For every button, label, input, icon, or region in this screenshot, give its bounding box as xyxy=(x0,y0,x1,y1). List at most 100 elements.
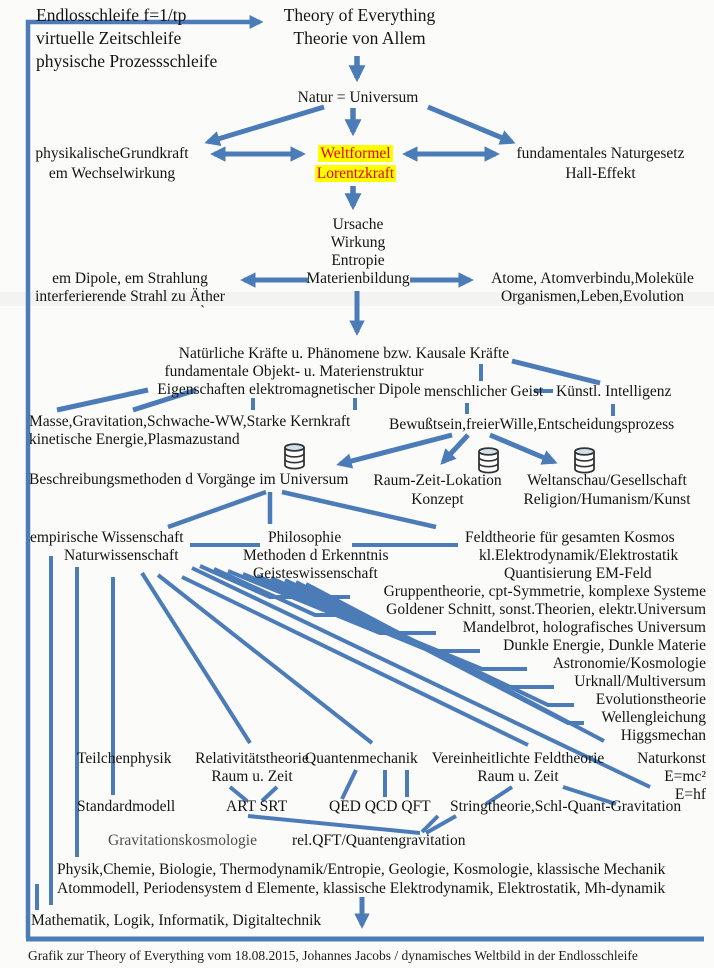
raumzeit-line2: Konzept xyxy=(411,491,464,508)
node-art-srt: ART SRT xyxy=(226,798,288,815)
atome-line2: Organismen,Leben,Evolution xyxy=(500,288,685,305)
list-item-urknall: Urknall/Multiversum xyxy=(574,673,706,690)
weltformel-line2: Lorentzkraft xyxy=(314,165,397,182)
weltformel-line1: Weltformel xyxy=(318,145,393,162)
grundkraft-line2: em Wechselwirkung xyxy=(48,165,176,182)
database-icon xyxy=(574,447,595,474)
grundkraft-line1: physikalischeGrundkraft xyxy=(35,145,189,162)
relativitaet-line2: Raum u. Zeit xyxy=(211,768,293,785)
loop-label-line3: physische Prozessschleife xyxy=(36,51,218,71)
weltanschau-line2: Religion/Humanism/Kunst xyxy=(523,491,691,508)
node-raum-zeit-lokation: Raum-Zeit-Lokation Konzept xyxy=(370,471,505,509)
masse-line2: kinetische Energie,Plasmazustand xyxy=(29,431,240,448)
list-item-astronomie: Astronomie/Kosmologie xyxy=(552,655,706,672)
node-naturgesetz: fundamentales Naturgesetz Hall-Effekt xyxy=(508,144,693,184)
naturkonst-line2: E=mc² xyxy=(664,768,706,785)
node-natur-universum: Natur = Universum xyxy=(297,89,419,106)
endless-loop-line xyxy=(25,15,264,938)
node-stringtheorie: Stringtheorie,Schl-Quant-Gravitation xyxy=(450,798,682,815)
list-item-higgsmechan: Higgsmechan xyxy=(620,727,706,744)
ursache-line4: Materienbildung xyxy=(306,270,410,287)
list-item-goldener-schnitt: Goldener Schnitt, sonst.Theorien, elektr… xyxy=(386,601,706,618)
fan-to-vereinheitlicht xyxy=(181,575,529,747)
node-dipole-strahlung: em Dipole, em Strahlung interferierende … xyxy=(25,270,235,306)
ursache-line3: Entropie xyxy=(331,252,385,269)
title-line1: Theory of Everything xyxy=(283,5,436,25)
node-relativitaetstheorie: Relativitätstheorie Raum u. Zeit xyxy=(177,750,327,786)
natur-to-naturgesetz-arrow xyxy=(427,104,516,145)
node-kl-elektrodynamik: kl.Elektrodynamik/Elektrostatik xyxy=(479,547,679,564)
vereinheitlicht-line2: Raum u. Zeit xyxy=(477,768,559,785)
list-item-wellengleichung: Wellengleichung xyxy=(601,709,706,726)
naturkonst-line3: E=hf xyxy=(674,786,706,803)
node-kuenstl-intelligenz: Künstl. Intelligenz xyxy=(556,383,672,400)
node-physik-chemie: Physik,Chemie, Biologie, Thermodynamik/E… xyxy=(57,860,665,898)
node-philosophie: Philosophie xyxy=(268,529,342,546)
node-standardmodell: Standardmodell xyxy=(77,798,176,815)
node-weltformel: Weltformel Lorentzkraft xyxy=(308,144,403,184)
dipole-line1: em Dipole, em Strahlung xyxy=(52,270,208,287)
node-masse-gravitation: Masse,Gravitation,Schwache-WW,Starke Ker… xyxy=(29,413,350,449)
page-title: Theory of Everything Theorie von Allem xyxy=(272,4,447,50)
node-feldtheorie-kosmos: Feldtheorie für gesamten Kosmos xyxy=(465,529,675,546)
dipole-to-masse-line-2 xyxy=(132,387,197,413)
stray-mark: ` xyxy=(200,303,206,320)
database-icon xyxy=(478,447,499,474)
list-item-evolutionstheorie: Evolutionstheorie xyxy=(595,691,706,708)
masse-line1: Masse,Gravitation,Schwache-WW,Starke Ker… xyxy=(29,413,351,430)
bewusstsein-to-raumzeit-arrow xyxy=(440,433,470,465)
node-mathematik: Mathematik, Logik, Informatik, Digitalte… xyxy=(31,912,322,929)
weltanschau-line1: Weltanschau/Gesellschaft xyxy=(527,472,687,489)
raumzeit1-to-art xyxy=(228,785,249,803)
node-qed-qcd-qft: QED QCD QFT xyxy=(329,798,431,815)
fan-to-mandelbrot xyxy=(227,569,436,635)
node-naturwissenschaft: Naturwissenschaft xyxy=(64,547,179,564)
qft-to-relqft-2 xyxy=(420,814,440,834)
fan-to-naturkonst xyxy=(191,566,651,789)
ursache-line1: Ursache xyxy=(332,216,384,233)
vereinheitlicht-line1: Vereinheitlichte Feldtheorie xyxy=(431,750,605,767)
node-atome: Atome, Atomverbindu,Moleküle Organismen,… xyxy=(475,270,710,306)
natur-to-grundkraft-arrow xyxy=(204,104,325,147)
list-item-gruppentheorie: Gruppentheorie, cpt-Symmetrie, komplexe … xyxy=(383,583,706,600)
artsrt-to-relqft xyxy=(247,814,421,835)
node-vereinheitlichte-feldtheorie: Vereinheitlichte Feldtheorie Raum u. Zei… xyxy=(428,750,608,786)
bewusstsein-to-universum-arrow xyxy=(336,432,453,469)
node-quantenmechanik: Quantenmechanik xyxy=(305,750,418,767)
dipole-line2: interferierende Strahl zu Äther xyxy=(35,288,225,305)
naturkonst-line1: Naturkonst xyxy=(637,750,706,767)
node-bewusstsein: Bewußtsein,freierWille,Entscheidungsproz… xyxy=(389,416,675,433)
bewusstsein-to-weltanschau-arrow xyxy=(489,432,558,465)
fan-to-relativitaet xyxy=(140,571,252,745)
node-naturkonstanten: Naturkonst E=mc² E=hf xyxy=(637,750,706,804)
fan-to-higgs xyxy=(305,582,605,743)
physik-line2: Atommodell, Periodensystem d Elemente, k… xyxy=(57,880,666,897)
node-eigenschaften-dipole: Eigenschaften elektromagnetischer Dipole xyxy=(157,381,421,398)
node-kausale-kraefte: Natürliche Kräfte u. Phänomene bzw. Kaus… xyxy=(178,345,510,362)
node-methoden-erkenntnis: Methoden d Erkenntnis xyxy=(243,547,389,564)
raumzeit2-to-string-left xyxy=(484,785,514,806)
relativitaet-line1: Relativitätstheorie xyxy=(195,750,309,767)
physik-line1: Physik,Chemie, Biologie, Thermodynamik/E… xyxy=(57,861,666,878)
atome-line1: Atome, Atomverbindu,Moleküle xyxy=(491,270,694,287)
fan-to-quantenmechanik xyxy=(156,573,374,745)
node-menschlicher-geist: menschlicher Geist xyxy=(424,383,544,400)
node-grundkraft: physikalischeGrundkraft em Wechselwirkun… xyxy=(26,144,198,184)
universum-to-feldtheorie-line xyxy=(281,489,437,530)
node-geisteswissenschaft: Geisteswissenschaft xyxy=(253,565,378,582)
naturgesetz-line1: fundamentales Naturgesetz xyxy=(516,145,685,162)
node-gravitationskosmologie: Gravitationskosmologie xyxy=(108,832,257,849)
node-weltanschau: Weltanschau/Gesellschaft Religion/Humani… xyxy=(506,471,708,509)
universum-to-empirisch-line xyxy=(167,489,267,530)
raumzeit2-to-string-right xyxy=(562,785,617,806)
node-teilchenphysik: Teilchenphysik xyxy=(77,750,172,767)
endless-loop-label: Endlosschleife f=1/tp virtuelle Zeitschl… xyxy=(36,4,217,73)
naturgesetz-line2: Hall-Effekt xyxy=(565,165,636,182)
list-item-dunkle-energie: Dunkle Energie, Dunkle Materie xyxy=(503,637,706,654)
kraefte-to-ki-line xyxy=(511,358,601,386)
dipole-to-masse-line-1 xyxy=(56,387,149,413)
node-materienstruktur: fundamentale Objekt- u. Materienstruktur xyxy=(164,363,424,380)
qm-to-qed xyxy=(340,769,358,800)
